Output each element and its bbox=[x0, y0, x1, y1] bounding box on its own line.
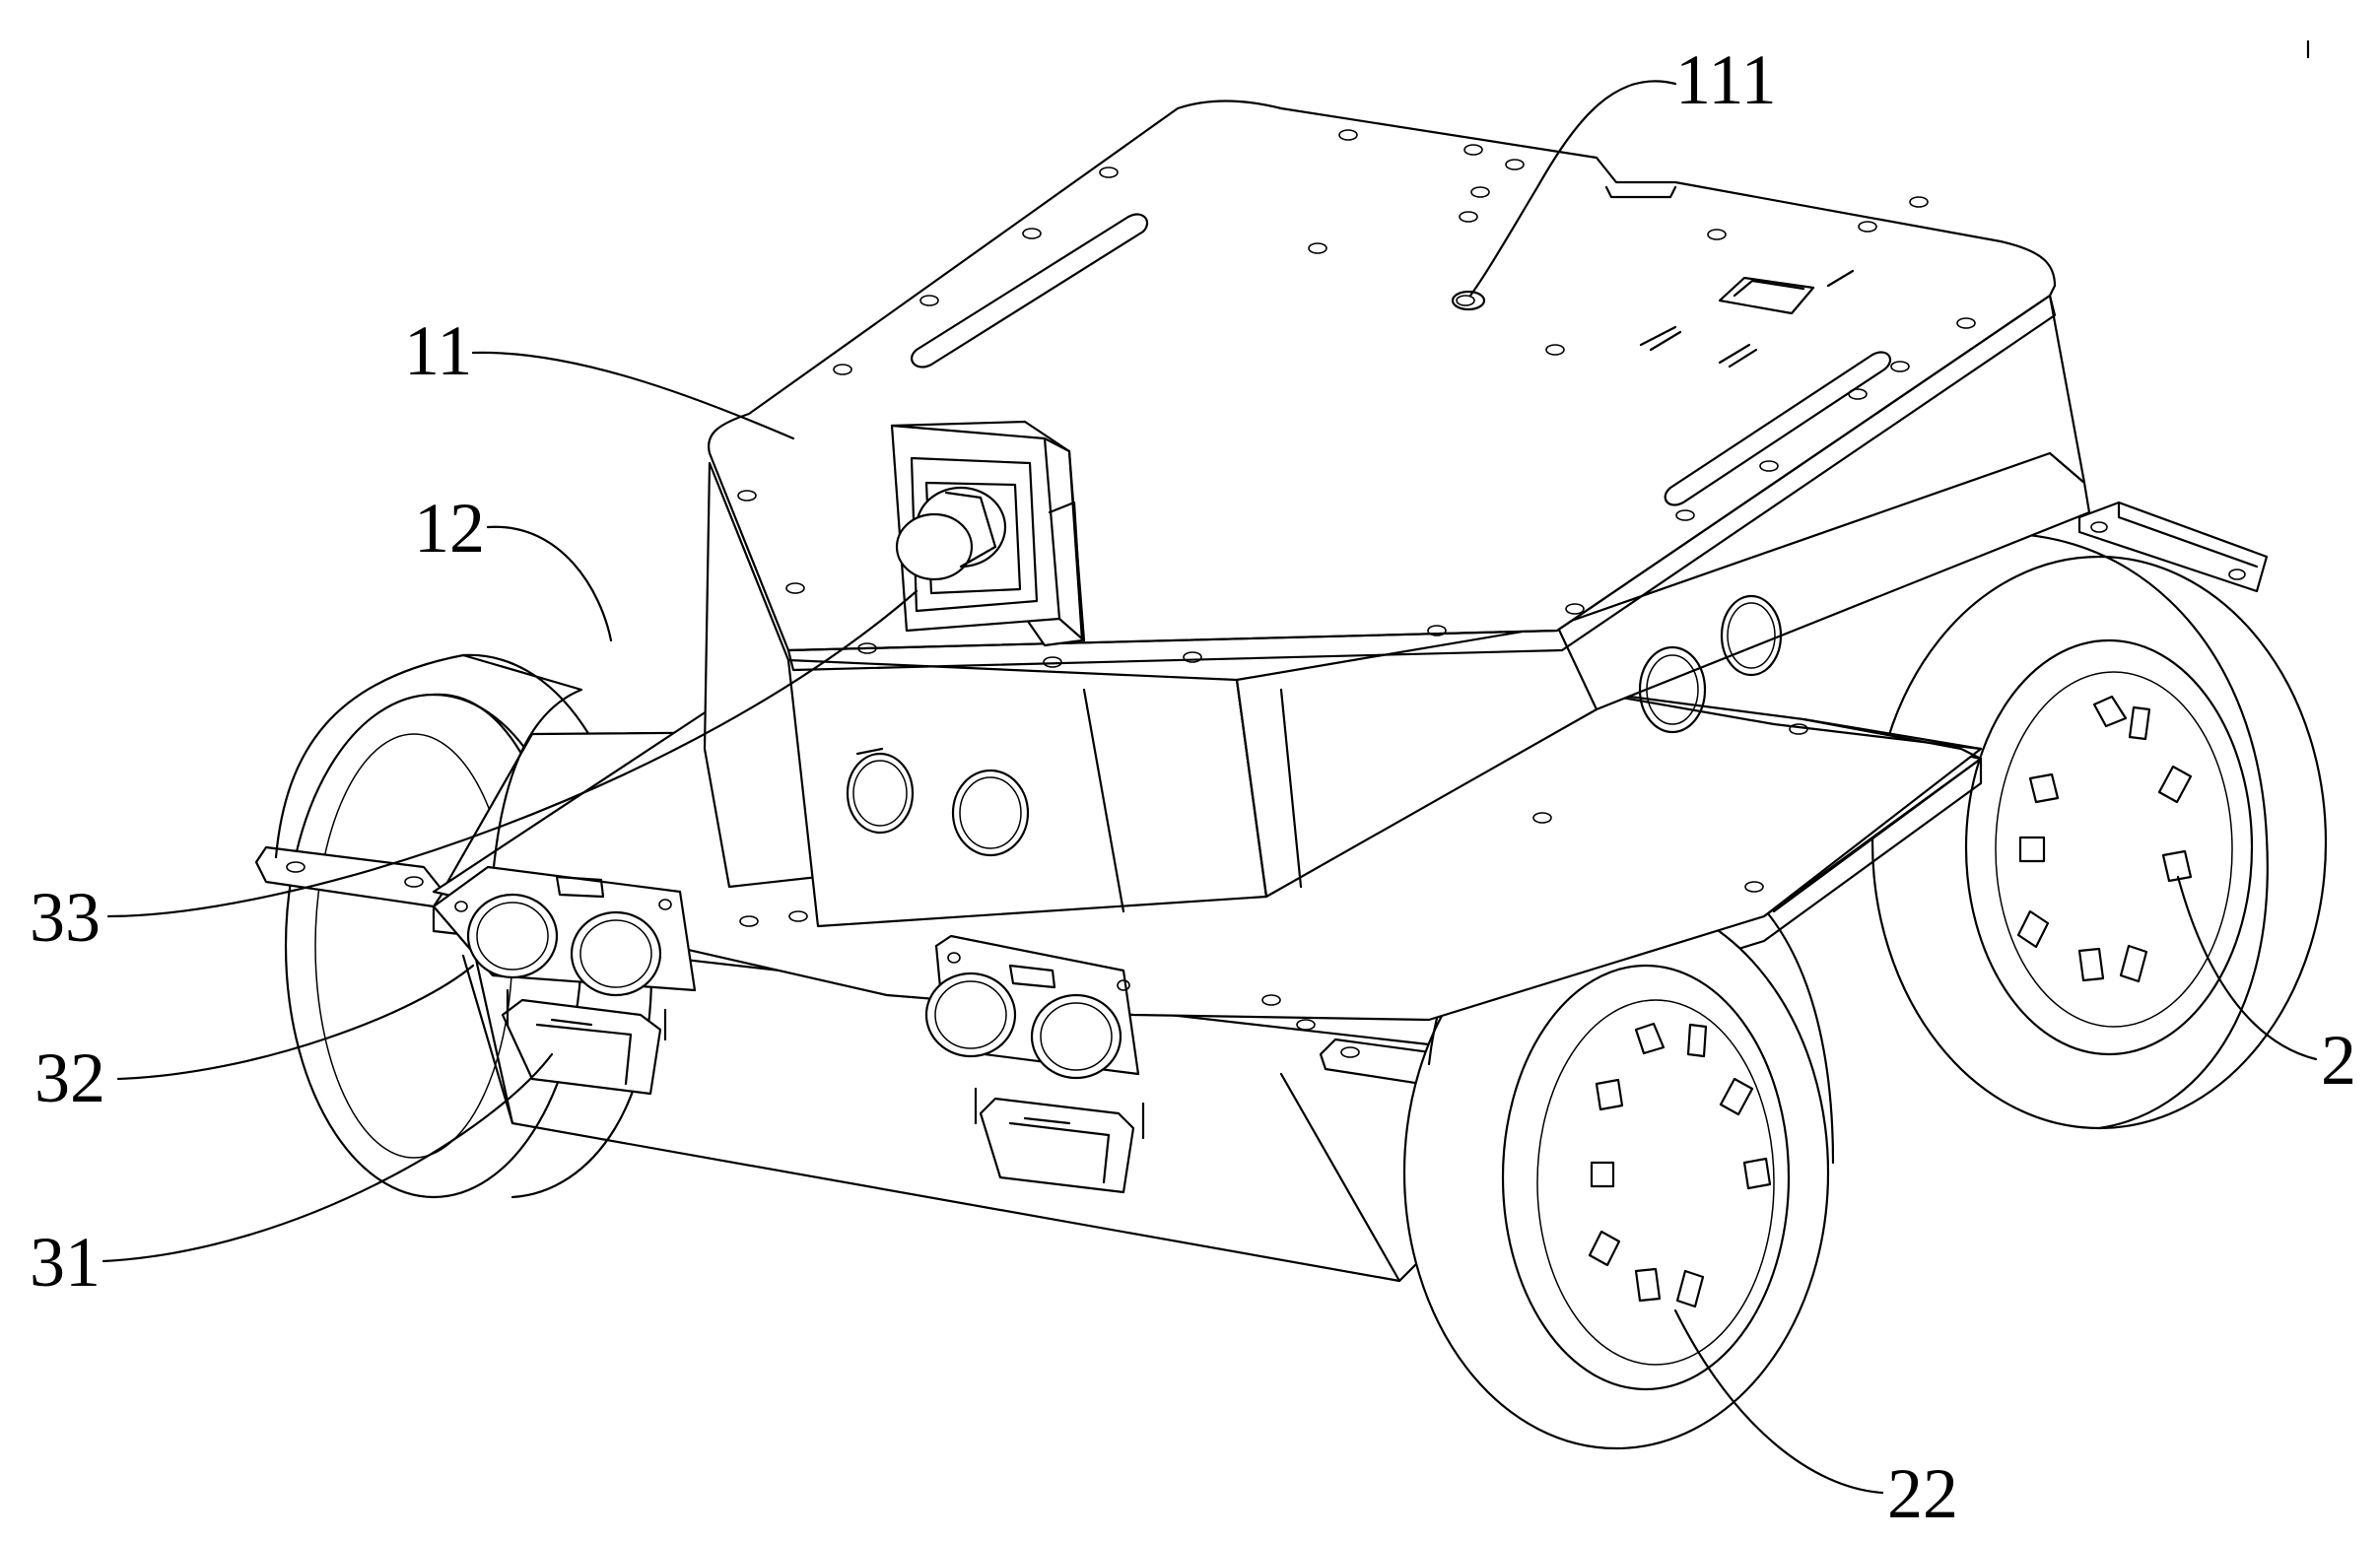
label-111: 111 bbox=[1675, 40, 1777, 119]
leader-2 bbox=[2176, 875, 2318, 1061]
left-fender bbox=[274, 653, 583, 879]
label-12: 12 bbox=[414, 489, 485, 568]
leader-111 bbox=[1468, 80, 1677, 298]
leader-lines bbox=[102, 80, 2318, 1495]
right-rear-wheel bbox=[1870, 532, 2328, 1130]
rear-bracket bbox=[2077, 501, 2269, 593]
leader-11 bbox=[471, 351, 795, 440]
camera-module bbox=[890, 420, 1086, 647]
label-2: 2 bbox=[2321, 1021, 2356, 1100]
label-11: 11 bbox=[404, 311, 472, 390]
ultrasonic-sensor-right bbox=[924, 934, 1140, 1080]
center-hole bbox=[1451, 290, 1486, 311]
sensor-mount-left bbox=[501, 988, 667, 1096]
front-right-hub-slots bbox=[1588, 1022, 1772, 1308]
leader-22 bbox=[1673, 1308, 1884, 1495]
label-22: 22 bbox=[1887, 1454, 1958, 1533]
ultrasonic-sensor-left bbox=[432, 865, 697, 997]
reference-labels: 111 11 12 33 32 31 2 22 bbox=[30, 40, 2356, 1533]
label-33: 33 bbox=[30, 878, 101, 957]
label-31: 31 bbox=[30, 1223, 101, 1302]
sensor-mount-right bbox=[974, 1087, 1145, 1194]
body-enclosure bbox=[703, 294, 2091, 928]
label-32: 32 bbox=[34, 1038, 105, 1117]
leader-12 bbox=[486, 525, 613, 642]
leader-33 bbox=[106, 589, 918, 918]
leader-31 bbox=[102, 1052, 554, 1263]
leader-32 bbox=[116, 964, 475, 1081]
right-rear-hub-slots bbox=[2016, 695, 2193, 983]
